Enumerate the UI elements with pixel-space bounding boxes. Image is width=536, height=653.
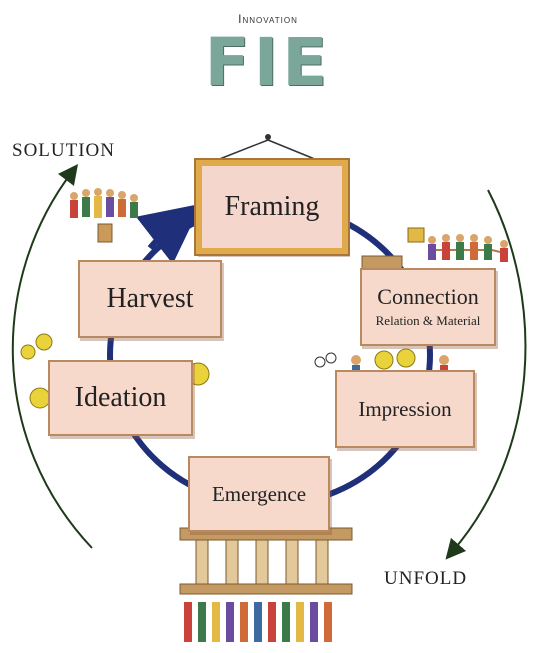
pillar-podium: [179, 527, 353, 595]
stage-framing-label: Framing: [224, 191, 320, 222]
diagram-subtitle: Innovation: [238, 12, 298, 26]
frame-hanger: [211, 134, 323, 163]
stage-emergence: Emergence: [188, 456, 330, 532]
stage-impression-label: Impression: [358, 397, 452, 421]
stage-framing: Framing: [194, 158, 350, 256]
supporting-people-icon: [184, 602, 332, 642]
stage-harvest: Harvest: [78, 260, 222, 338]
diagram-title: FIE: [204, 24, 332, 101]
stage-emergence-label: Emergence: [211, 482, 307, 506]
solution-arc: [11, 164, 93, 549]
solution-label: SOLUTION: [12, 140, 115, 161]
stage-ideation-label: Ideation: [74, 382, 167, 413]
stage-impression: Impression: [335, 370, 475, 448]
stage-connection-sublabel: Relation & Material: [375, 313, 481, 328]
stage-connection: Connection Relation & Material: [360, 268, 496, 346]
people-group-icon: [70, 188, 138, 243]
cycle-arrow: [135, 203, 202, 265]
stage-connection-label: Connection: [377, 284, 479, 309]
stage-ideation: Ideation: [48, 360, 193, 436]
unfold-arc: [445, 189, 527, 560]
stage-harvest-label: Harvest: [106, 283, 194, 314]
unfold-label: UNFOLD: [384, 568, 468, 589]
